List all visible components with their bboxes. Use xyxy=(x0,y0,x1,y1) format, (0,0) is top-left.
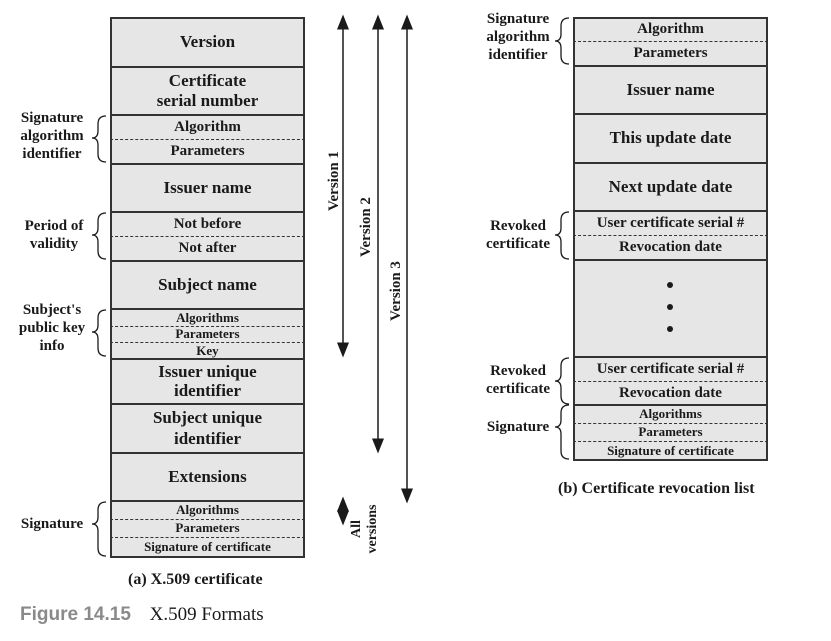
crl-label-revoked-2: Revoked certificate xyxy=(485,363,551,397)
figure-caption: Figure 14.15 X.509 Formats xyxy=(20,604,264,626)
crl-field-next-update: Next update date xyxy=(608,176,733,196)
field-subject-unique-id: Subject unique identifier xyxy=(152,408,263,448)
field-subject-name: Subject name xyxy=(158,274,257,294)
crl-field-revocation-date-2: Revocation date xyxy=(619,385,722,401)
crl-field-sig-of-cert: Signature of certificate xyxy=(607,442,734,458)
field-issuer-unique-id: Issuer unique identifier xyxy=(158,361,257,400)
field-parameters: Parameters xyxy=(170,143,245,159)
crl-label-sig-alg-id: Signature algorithm identifier xyxy=(486,11,550,63)
label-validity: Period of validity xyxy=(24,218,84,252)
crl-field-algorithm: Algorithm xyxy=(637,21,704,37)
figure-number: Figure 14.15 xyxy=(20,604,131,625)
brace-pubkey xyxy=(91,309,107,357)
x509-certificate: Version Certificate serial number Algori… xyxy=(110,17,305,558)
figure-title: X.509 Formats xyxy=(149,604,264,625)
crl-field-issuer-name: Issuer name xyxy=(626,79,715,99)
crl-field-sig-parameters: Parameters xyxy=(638,424,703,440)
brace-crl-revoked-1 xyxy=(554,211,570,260)
crl-field-user-serial-1: User certificate serial # xyxy=(596,215,745,231)
crl-field-parameters: Parameters xyxy=(633,45,708,61)
field-key: Key xyxy=(196,342,219,358)
crl-field-user-serial-2: User certificate serial # xyxy=(596,361,745,377)
crl-field-this-update: This update date xyxy=(609,127,732,147)
field-version: Version xyxy=(179,31,236,51)
field-sig-parameters: Parameters xyxy=(175,520,240,536)
field-serial-number: Certificate serial number xyxy=(156,70,259,110)
field-key-parameters: Parameters xyxy=(175,326,240,342)
field-not-after: Not after xyxy=(178,240,237,256)
crl-caption: (b) Certificate revocation list xyxy=(558,480,755,497)
brace-signature xyxy=(91,501,107,557)
field-issuer-name: Issuer name xyxy=(163,177,252,197)
brace-crl-sig-alg-id xyxy=(554,17,570,65)
brace-validity xyxy=(91,212,107,260)
field-algorithm: Algorithm xyxy=(174,119,241,135)
field-extensions: Extensions xyxy=(168,466,247,486)
brace-crl-revoked-2 xyxy=(554,357,570,405)
field-sig-algorithms: Algorithms xyxy=(176,502,239,518)
crl-label-revoked-1: Revoked certificate xyxy=(485,218,551,252)
brace-sig-alg-id xyxy=(91,115,107,163)
crl: Algorithm Parameters Issuer name This up… xyxy=(573,17,768,461)
field-key-algorithms: Algorithms xyxy=(176,309,239,325)
x509-frame xyxy=(110,17,305,558)
x509-caption: (a) X.509 certificate xyxy=(128,571,263,588)
field-not-before: Not before xyxy=(173,216,242,232)
label-sig-alg-id: Signature algorithm identifier xyxy=(20,110,84,162)
crl-label-signature: Signature xyxy=(486,419,550,435)
field-sig-of-cert: Signature of certificate xyxy=(144,538,271,554)
brace-crl-signature xyxy=(554,404,570,460)
crl-frame xyxy=(573,17,768,461)
label-pubkey-info: Subject's public key info xyxy=(18,302,86,354)
crl-field-sig-algorithms: Algorithms xyxy=(639,406,702,422)
label-signature: Signature xyxy=(20,516,84,532)
crl-field-revocation-date-1: Revocation date xyxy=(619,239,722,255)
